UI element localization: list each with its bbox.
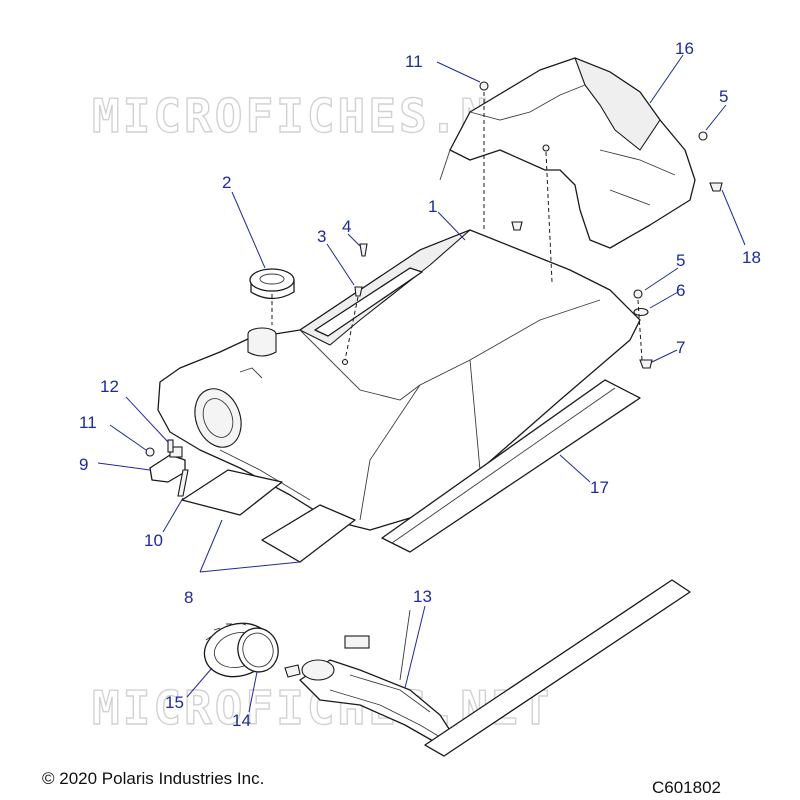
part-14-seal	[237, 627, 279, 673]
callout-8: 8	[184, 588, 193, 607]
fastener-cover	[542, 144, 550, 152]
part-4-screw	[359, 243, 368, 257]
callout-7: 7	[676, 338, 685, 357]
part-10-bolt	[177, 469, 189, 497]
callout-11-left: 11	[79, 413, 97, 432]
callout-11-top: 11	[405, 52, 423, 71]
callout-12: 12	[100, 377, 119, 396]
callout-13: 13	[413, 587, 432, 606]
part-12-screw	[167, 439, 174, 453]
part-5-nut-top	[698, 131, 708, 141]
part-11-nut-top	[479, 81, 489, 91]
part-13-fuel-pump	[284, 609, 456, 746]
callout-3: 3	[317, 227, 326, 246]
callout-1: 1	[428, 197, 437, 216]
callout-4: 4	[342, 217, 351, 236]
callout-16: 16	[675, 39, 694, 58]
leader-lines	[97, 54, 746, 713]
dash-5	[637, 299, 643, 361]
part-8-pad-right	[261, 504, 356, 563]
tank-top-strip	[314, 267, 423, 337]
part-16-cover	[439, 57, 696, 249]
diagram-id: C601802	[652, 778, 721, 797]
callouts: 11 16 5 1 2 3 4 5 6 7 18 17 12 11 9 10 8…	[79, 39, 761, 730]
callout-5-right: 5	[676, 251, 685, 270]
part-8-pad-left	[181, 469, 283, 516]
part-7-clip	[639, 359, 653, 369]
part-7-clip-top	[511, 221, 523, 231]
part-18-clip	[709, 182, 723, 192]
part-5-nut-right	[633, 289, 643, 299]
part-17-strip	[381, 379, 641, 553]
callout-18: 18	[742, 248, 761, 267]
part-11-nut-left	[145, 447, 155, 457]
callout-15: 15	[165, 693, 184, 712]
callout-5-top: 5	[719, 87, 728, 106]
callout-17: 17	[590, 478, 609, 497]
callout-2: 2	[222, 173, 231, 192]
part-6-washer	[633, 307, 649, 317]
dash-2	[545, 151, 553, 283]
callout-10: 10	[144, 531, 163, 550]
lower-strip	[424, 579, 691, 757]
callout-9: 9	[79, 455, 88, 474]
part-3-nut	[354, 286, 363, 297]
callout-6: 6	[676, 281, 685, 300]
callout-14: 14	[232, 711, 251, 730]
copyright-text: © 2020 Polaris Industries Inc.	[42, 769, 264, 788]
part-2-fuel-cap	[249, 268, 295, 300]
dash-4	[344, 296, 359, 361]
